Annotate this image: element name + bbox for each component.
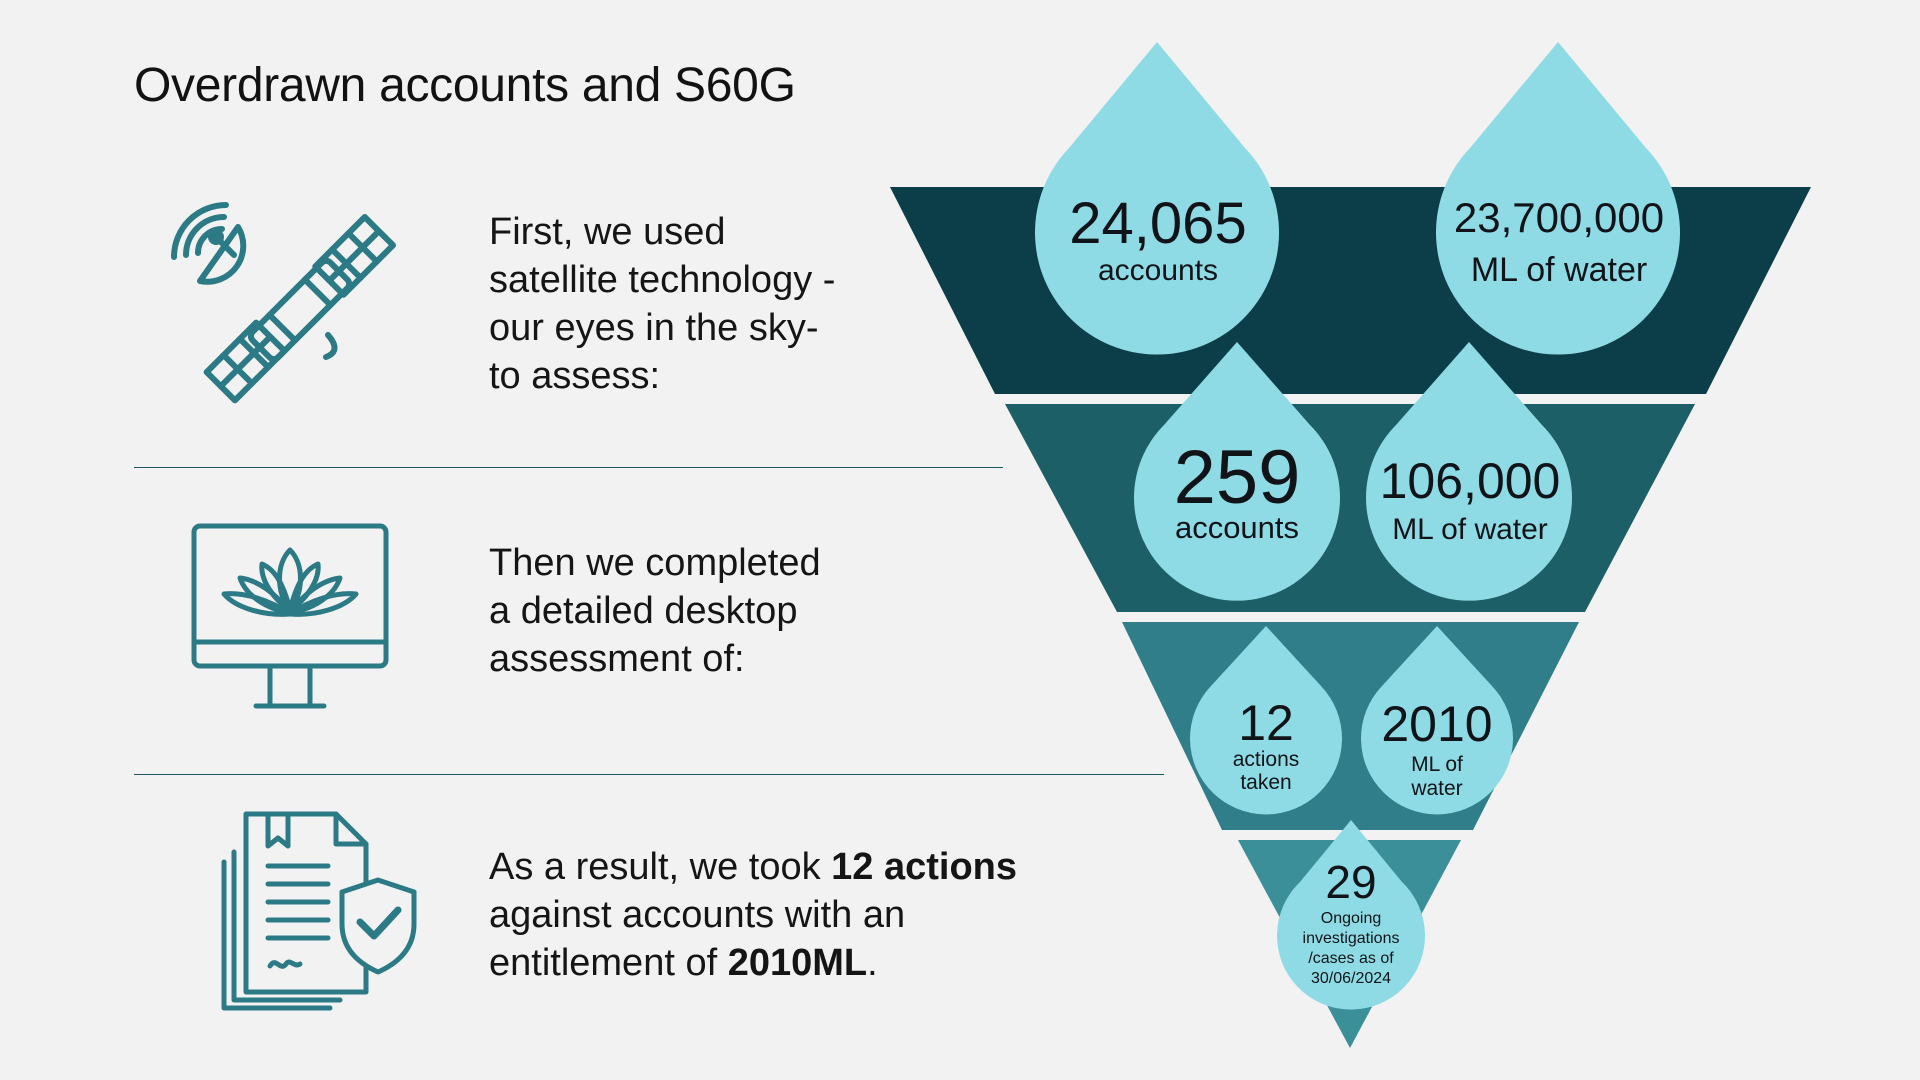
step-1-text: First, we used satellite technology - ou… [489,211,836,397]
drop-value: 23,700,000 [1454,194,1664,241]
divider-2 [134,774,1164,775]
drop-water-106000: 106,000 ML of water [1366,342,1573,601]
drop-label: ML of [1411,753,1463,776]
drop-label: actions [1233,748,1300,771]
drop-water-2010: 2010 ML of water [1361,626,1513,815]
drop-label: accounts [1098,254,1218,287]
drop-label: investigations [1303,930,1400,947]
desktop-monitor-icon [191,523,389,709]
drop-label: /cases as of [1308,950,1394,967]
page-title: Overdrawn accounts and S60G [134,59,796,112]
drop-value: 24,065 [1069,191,1246,256]
drop-label: ML of water [1392,513,1548,546]
drop-accounts-24065: 24,065 accounts [1035,42,1279,355]
documents-shield-icon [221,811,417,1011]
drop-water-23700000: 23,700,000 ML of water [1436,42,1680,355]
divider-1 [134,467,1003,468]
drop-value: 106,000 [1380,453,1561,509]
drop-value: 12 [1238,695,1294,751]
drop-label: taken [1240,771,1291,794]
drop-value: 29 [1325,856,1376,908]
funnel-tier-2 [1005,404,1695,612]
step-3-text: As a result, we took 12 actions against … [489,846,1018,984]
satellite-icon [171,202,397,404]
drop-label: accounts [1175,510,1299,545]
drop-label: water [1410,777,1462,800]
step-2-text: Then we completed a detailed desktop ass… [489,542,821,680]
drop-label: ML of water [1471,251,1647,289]
drop-label: 30/06/2024 [1311,970,1391,987]
drop-value: 259 [1174,435,1301,520]
drop-accounts-259: 259 accounts [1134,342,1340,601]
drop-investigations-29: 29 Ongoing investigations /cases as of 3… [1276,820,1425,1010]
drop-actions-12: 12 actions taken [1190,626,1342,815]
drop-value: 2010 [1381,696,1492,752]
drop-label: Ongoing [1321,910,1382,927]
